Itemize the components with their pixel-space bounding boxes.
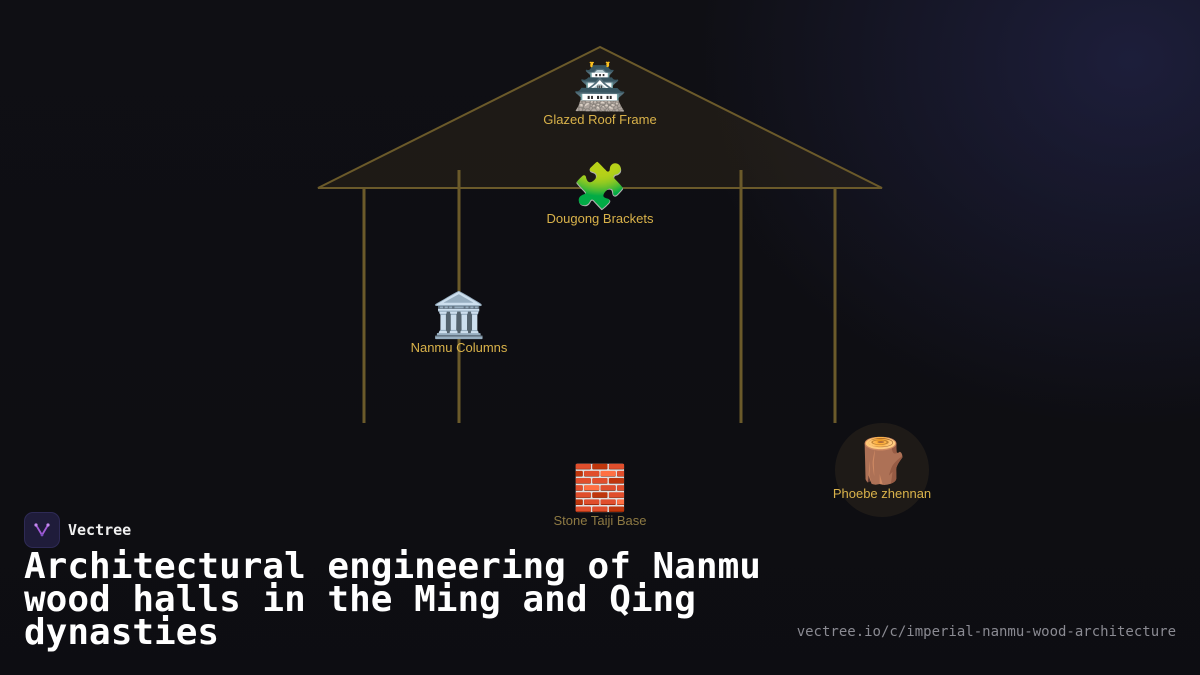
pagoda-icon: 🏯 <box>572 62 628 113</box>
node-stone-taiji-base[interactable]: 🧱 Stone Taiji Base <box>553 463 647 529</box>
node-phoebe-zhennan[interactable]: 🪵 Phoebe zhennan <box>832 436 932 502</box>
node-glazed-roof-frame[interactable]: 🏯 Glazed Roof Frame <box>543 62 657 128</box>
puzzle-piece-icon: 🧩 <box>572 161 628 212</box>
classical-building-icon: 🏛️ <box>431 290 487 341</box>
brick-icon: 🧱 <box>572 463 628 514</box>
node-nanmu-columns[interactable]: 🏛️ Nanmu Columns <box>410 290 508 356</box>
page-title: Architectural engineering of Nanmu wood … <box>24 546 761 653</box>
node-label: Glazed Roof Frame <box>543 112 657 127</box>
wood-node-halo <box>835 423 929 517</box>
brand-name: Vectree <box>68 521 132 539</box>
node-label: Stone Taiji Base <box>553 513 647 528</box>
node-dougong-brackets[interactable]: 🧩 Dougong Brackets <box>546 161 654 227</box>
brand[interactable]: Vectree <box>24 512 131 548</box>
wood-log-icon: 🪵 <box>854 436 910 487</box>
node-label: Phoebe zhennan <box>832 486 932 501</box>
roof-triangle <box>317 45 883 189</box>
node-label: Dougong Brackets <box>546 211 654 226</box>
vectree-logo-icon <box>24 512 60 548</box>
page-url[interactable]: vectree.io/c/imperial-nanmu-wood-archite… <box>796 624 1176 640</box>
node-label: Nanmu Columns <box>410 340 508 355</box>
